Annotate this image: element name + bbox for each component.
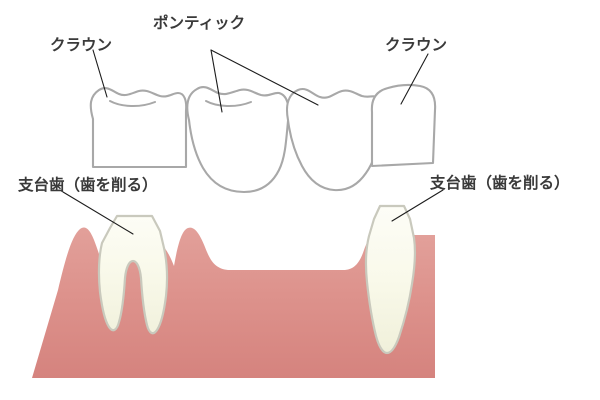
crown-right-shape xyxy=(370,83,437,168)
leader-line-pontic-left xyxy=(210,49,223,113)
crown-left-shape xyxy=(89,87,188,169)
bridge-upper-row xyxy=(89,83,437,194)
abutment-tooth-right xyxy=(364,204,417,355)
leader-line-pontic-right xyxy=(210,49,319,106)
label-crown-right: クラウン xyxy=(385,36,447,54)
label-abutment-right: 支台歯（歯を削る） xyxy=(429,173,570,192)
gum-ridge-shape-middle xyxy=(103,227,400,378)
pontic-left-shape xyxy=(186,86,290,194)
leader-line-abutment-right xyxy=(391,189,444,222)
leader-lines-group xyxy=(62,49,444,235)
leader-line-crown-right xyxy=(400,53,429,105)
label-pontic: ポンティック xyxy=(153,13,245,32)
pontic-right-shape xyxy=(285,88,384,192)
label-abutment-left: 支台歯（歯を削る） xyxy=(17,175,158,194)
leader-line-crown-left xyxy=(92,49,108,98)
gum-ridge-shape xyxy=(32,227,105,378)
lower-jaw-group xyxy=(32,204,435,378)
labels-group: クラウン ポンティック クラウン 支台歯（歯を削る） 支台歯（歯を削る） xyxy=(17,13,570,194)
label-crown-left: クラウン xyxy=(50,36,112,54)
leader-line-abutment-left xyxy=(62,191,134,235)
abutment-tooth-left xyxy=(97,214,169,335)
